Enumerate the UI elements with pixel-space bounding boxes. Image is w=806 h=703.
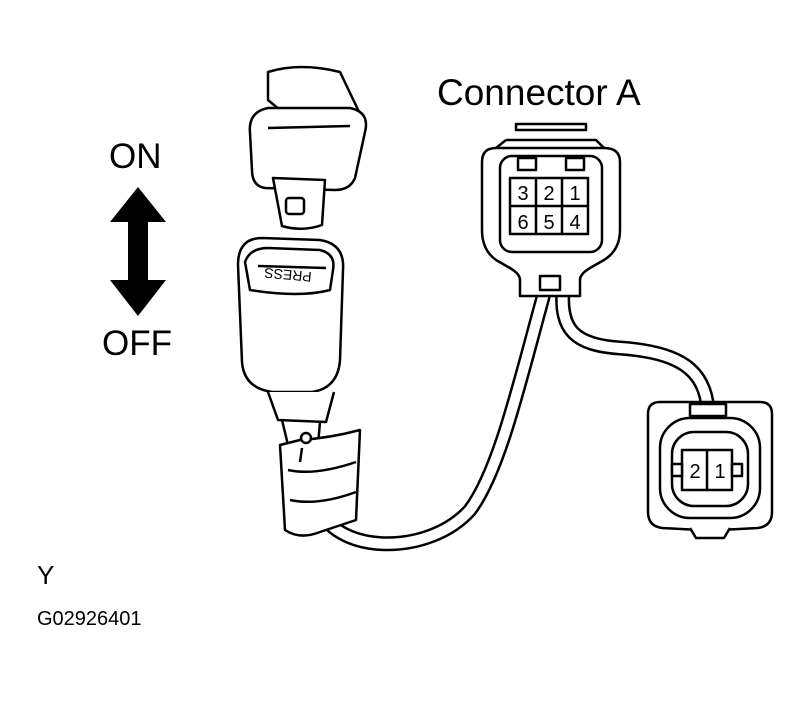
- buckle-press-text: PRESS: [264, 265, 313, 285]
- connector-a-title: Connector A: [437, 72, 641, 113]
- figure-code: G02926401: [37, 608, 142, 630]
- seat-belt-buckle: [236, 65, 368, 537]
- connector-a-pin: 3: [517, 183, 528, 205]
- off-label: OFF: [102, 324, 172, 363]
- connector-b: [646, 400, 774, 540]
- connector-b-pin: 1: [714, 461, 725, 483]
- on-off-arrow-icon: [110, 187, 166, 316]
- wire-harness: [312, 282, 716, 552]
- view-label: Y: [37, 560, 55, 590]
- connector-a-pin: 6: [517, 212, 528, 234]
- connector-b-pin-labels: 2 1: [689, 461, 725, 483]
- connector-b-pin: 2: [689, 461, 700, 483]
- on-label: ON: [109, 137, 162, 176]
- connector-a-pin: 5: [543, 212, 554, 234]
- connector-a-pin: 4: [569, 212, 580, 234]
- connector-a-pin-labels: 3 2 1 6 5 4: [517, 183, 580, 234]
- connector-a-pin: 2: [543, 183, 554, 205]
- connector-a-pin: 1: [569, 183, 580, 205]
- connector-a: [480, 122, 622, 298]
